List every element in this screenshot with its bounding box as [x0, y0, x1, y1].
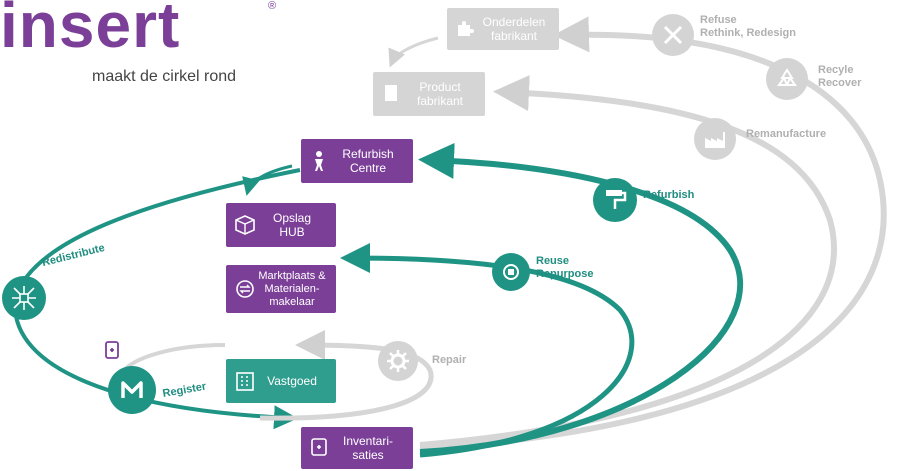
logo-tagline: maakt de cirkel rond: [92, 68, 237, 85]
reuse-label: Reuse Repurpose: [536, 255, 594, 280]
worker-icon: [309, 150, 331, 172]
pointer-refurbish-to-opslag: [242, 164, 293, 196]
tablet-icon: [309, 437, 331, 459]
opslag-hub-box: Opslag HUB: [226, 203, 336, 247]
refuse-icon: [652, 14, 694, 56]
refurbish-centre-label: Refurbish Centre: [342, 147, 394, 175]
product-icon: [381, 83, 403, 105]
refurbish-centre-box: Refurbish Centre: [301, 139, 413, 183]
recycle-icon: [766, 58, 808, 100]
factory-icon: [694, 118, 736, 160]
marktplaats-label: Marktplaats & Materialen- makelaar: [258, 269, 326, 308]
inventarisaties-box: Inventari- saties: [301, 427, 413, 469]
logo: insert ®: [0, 0, 276, 61]
building-icon: [234, 370, 256, 392]
refuse-loop: [419, 16, 887, 451]
remanufacture-loop: [419, 75, 837, 448]
tablet-small-icon: [104, 341, 122, 361]
package-icon: [234, 214, 256, 236]
refurbish-label: Refurbish: [643, 189, 695, 201]
onderdelen-fabrikant-box: Onderdelen fabrikant: [447, 8, 559, 50]
recycle-label: Recyle Recover: [818, 64, 862, 89]
opslag-hub-label: Opslag HUB: [272, 211, 312, 239]
puzzle-icon: [455, 18, 477, 40]
hub-network-icon: [2, 276, 46, 320]
product-fabrikant-box: Product fabrikant: [373, 72, 485, 116]
marktplaats-box: Marktplaats & Materialen- makelaar: [226, 265, 336, 313]
refurbish-loop: [418, 142, 744, 455]
onderdelen-fabrikant-label: Onderdelen fabrikant: [482, 15, 546, 43]
paint-roller-icon: [593, 178, 637, 222]
product-fabrikant-label: Product fabrikant: [416, 80, 464, 108]
repair-label: Repair: [432, 354, 467, 366]
refuse-label: Refuse Rethink, Redesign: [700, 14, 796, 39]
remanufacture-label: Remanufacture: [746, 128, 827, 140]
pointer-onderdelen-to-product: [388, 36, 439, 68]
logo-registered-mark: ®: [268, 0, 277, 12]
exchange-icon: [234, 278, 256, 300]
inventarisaties-label: Inventari- saties: [342, 434, 394, 462]
repair-loop: [259, 330, 434, 421]
marktplaats-m-icon: [108, 366, 156, 414]
vastgoed-box: Vastgoed: [226, 359, 336, 403]
reuse-icon: [492, 253, 530, 291]
repair-gear-icon: [378, 341, 418, 381]
vastgoed-label: Vastgoed: [267, 374, 317, 388]
logo-word: insert: [0, 0, 181, 61]
reuse-loop: [340, 243, 635, 458]
